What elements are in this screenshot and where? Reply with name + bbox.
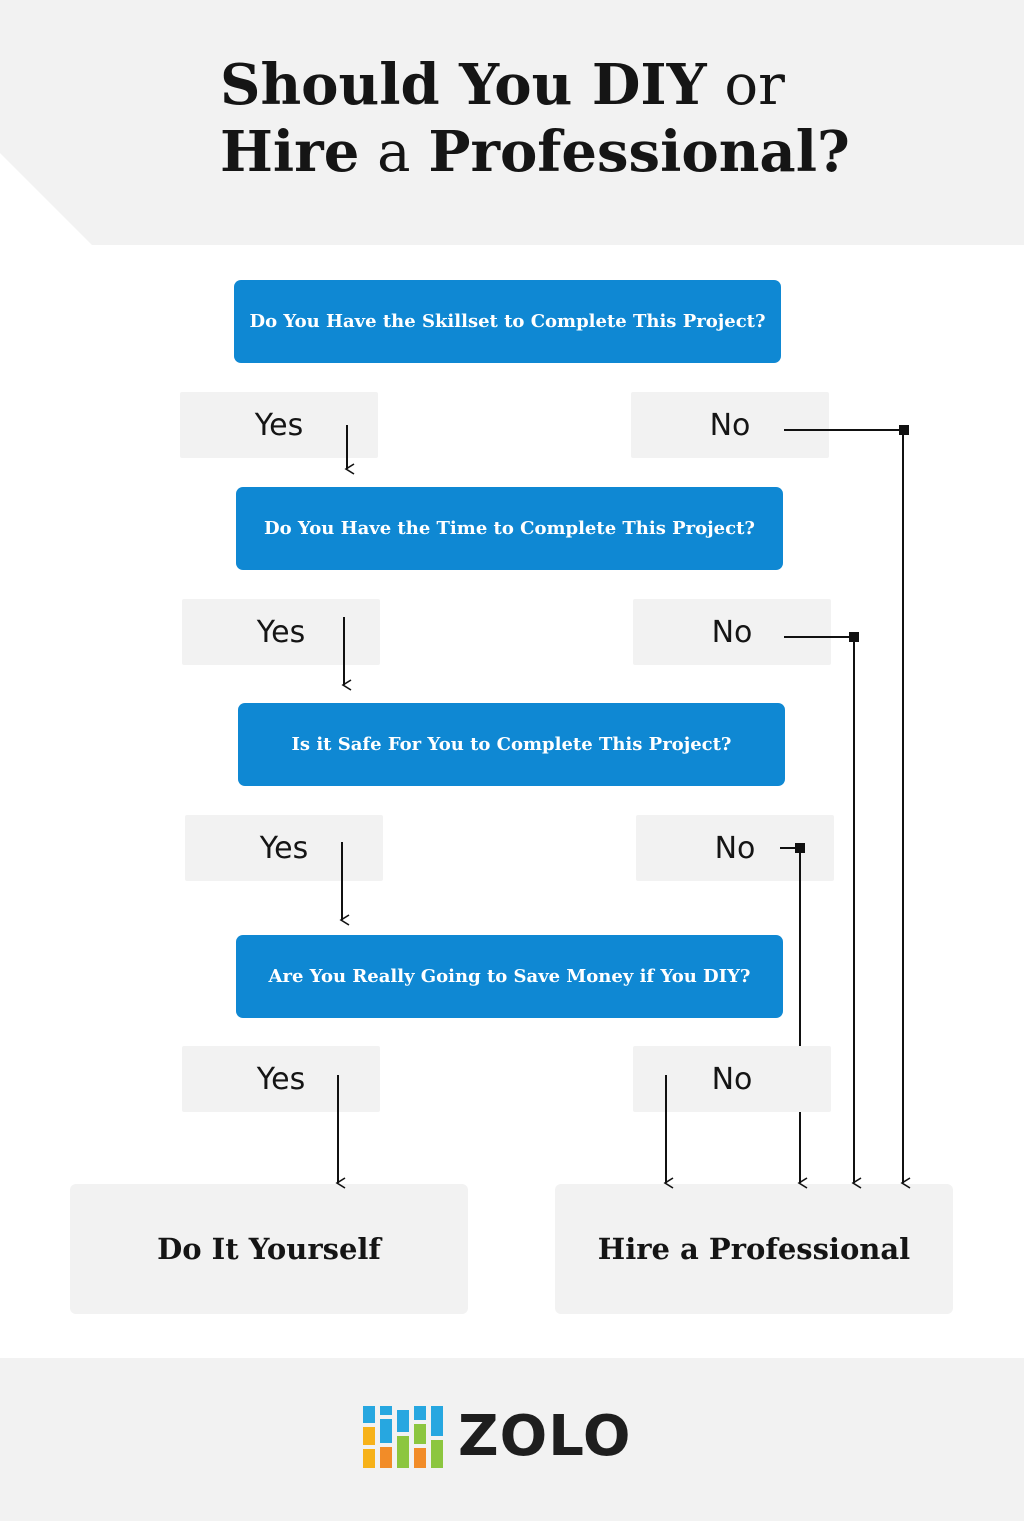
question-skillset: Do You Have the Skillset to Complete Thi… (234, 280, 781, 363)
question-money: Are You Really Going to Save Money if Yo… (236, 935, 783, 1018)
answer-yes-4: Yes (182, 1046, 380, 1112)
answer-yes-3: Yes (185, 815, 383, 881)
question-safety: Is it Safe For You to Complete This Proj… (238, 703, 785, 786)
answer-yes-1: Yes (180, 392, 378, 458)
result-hire-professional: Hire a Professional (555, 1184, 953, 1314)
header-background (0, 0, 1024, 245)
footer (0, 1358, 1024, 1521)
question-time: Do You Have the Time to Complete This Pr… (236, 487, 783, 570)
junction-dot-2 (849, 632, 859, 642)
junction-dot-1 (899, 425, 909, 435)
no-connector-3 (780, 847, 801, 1046)
page-title: Should You DIY or Hire a Professional? (220, 52, 850, 185)
answer-no-1: No (631, 392, 829, 458)
brand-name: ZOLO (458, 1404, 632, 1469)
no-connector-2 (784, 636, 862, 1189)
zolo-logo-icon (363, 1406, 443, 1468)
no-connector-1 (784, 429, 911, 1189)
junction-dot-3 (795, 843, 805, 853)
answer-no-2: No (633, 599, 831, 665)
answer-yes-2: Yes (182, 599, 380, 665)
result-do-it-yourself: Do It Yourself (70, 1184, 468, 1314)
